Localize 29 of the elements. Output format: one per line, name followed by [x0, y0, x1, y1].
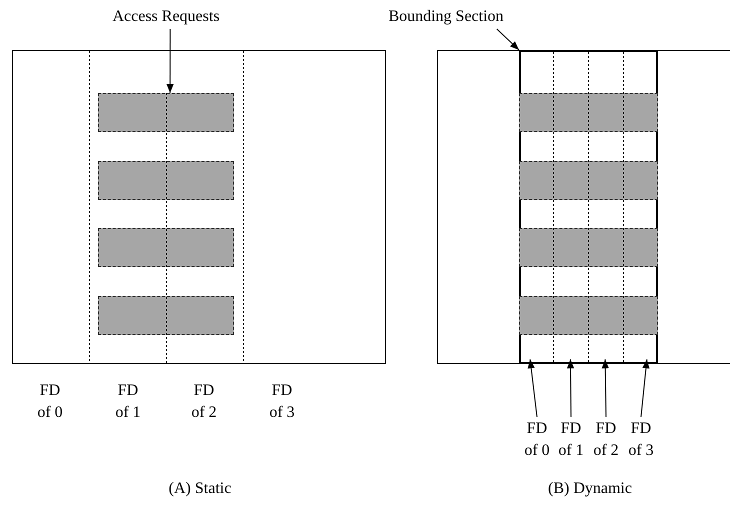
panel-caption: (B) Dynamic	[547, 479, 633, 499]
annotation-label: FD of 2	[590, 418, 622, 462]
access-request-bar	[98, 93, 234, 132]
access-request-bar	[98, 161, 234, 200]
annotation-label: FD of 1	[555, 418, 587, 462]
access-request-bar	[519, 228, 658, 267]
column-label: FD of 0	[36, 381, 64, 423]
column-label: FD of 1	[114, 381, 142, 423]
leader-line	[528, 358, 538, 418]
annotation-label: Bounding Section	[384, 6, 508, 28]
leader-line	[496, 28, 520, 50]
access-request-bar	[519, 161, 658, 200]
column-label: FD of 3	[268, 381, 296, 423]
annotation-label: Access Requests	[96, 6, 236, 28]
panel-frame	[437, 50, 730, 364]
access-request-bar	[519, 93, 658, 132]
annotation-label: FD of 0	[521, 418, 553, 462]
column-label: FD of 2	[190, 381, 218, 423]
access-request-bar	[98, 228, 234, 267]
panel-caption: (A) Static	[168, 479, 232, 499]
panel-frame	[12, 50, 386, 364]
bounding-section-frame	[519, 50, 658, 364]
leader-line	[602, 358, 609, 418]
leader-line	[166, 28, 174, 94]
leader-line	[566, 358, 574, 418]
access-request-bar	[98, 296, 234, 335]
annotation-label: FD of 3	[625, 418, 657, 462]
access-request-bar	[519, 296, 658, 335]
leader-line	[640, 358, 650, 418]
